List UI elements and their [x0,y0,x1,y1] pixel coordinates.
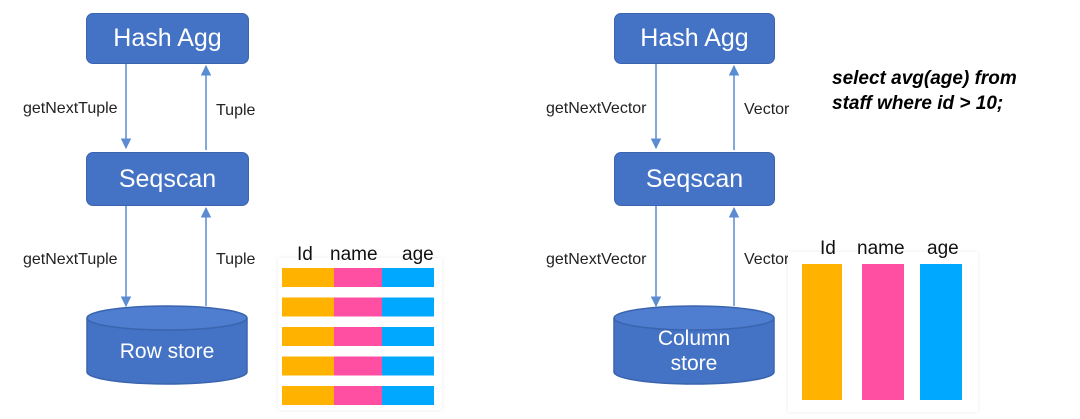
table-row [282,356,434,376]
column-table-header-name: name [857,238,905,259]
row-cell-age [382,327,434,346]
row-cell-name [334,297,382,317]
right-call-label-lower: getNextVector [546,251,647,268]
column-store-table [788,252,978,412]
row-cell-name [334,268,382,287]
left-seqscan-node: Seqscan [86,152,249,206]
left-call-label-lower: getNextTuple [23,251,118,268]
table-row [282,297,434,317]
right-seqscan-node: Seqscan [614,152,775,206]
row-cell-id [282,327,334,346]
row-cell-id [282,268,334,287]
table-row [282,386,434,405]
row-cell-name [334,386,382,405]
row-cell-age [382,297,434,317]
row-cell-id [282,356,334,376]
column-name-bar [862,264,904,400]
right-hash-agg-node: Hash Agg [614,13,775,64]
column-store-cylinder [613,305,775,385]
row-store-cylinder [86,305,248,385]
right-call-label-upper: getNextVector [546,100,647,117]
table-row [282,327,434,346]
left-call-label-upper: getNextTuple [23,100,118,117]
row-cell-age [382,386,434,405]
row-table-header-id: Id [297,244,313,265]
left-hash-agg-node: Hash Agg [86,13,249,64]
row-store-table-rows [282,268,434,405]
right-return-label-upper: Vector [744,101,790,118]
column-store-label-line1: Column [657,326,731,350]
column-store-label-line2: store [670,352,718,375]
right-return-label-lower: Vector [744,251,790,268]
sql-query-line2: staff where id > 10; [832,93,1004,114]
row-store-label: Row store [119,340,215,364]
sql-query-text: select avg(age) from staff where id > 10… [832,66,1078,116]
row-store-table [278,258,442,410]
row-table-header-age: age [402,244,434,265]
row-cell-id [282,297,334,317]
left-return-label-upper: Tuple [216,102,256,119]
row-cell-id [282,386,334,405]
row-cell-age [382,356,434,376]
column-store-label: Column store [614,322,774,380]
row-cell-name [334,356,382,376]
row-table-header-name: name [330,244,378,265]
row-cell-name [334,327,382,346]
column-table-header-age: age [927,238,959,259]
row-cell-age [382,268,434,287]
column-id-bar [802,264,842,400]
column-table-header-id: Id [820,238,836,259]
sql-query-line1: select avg(age) from [832,68,1017,89]
column-age-bar [920,264,962,400]
table-row [282,268,434,287]
left-return-label-lower: Tuple [216,251,256,268]
